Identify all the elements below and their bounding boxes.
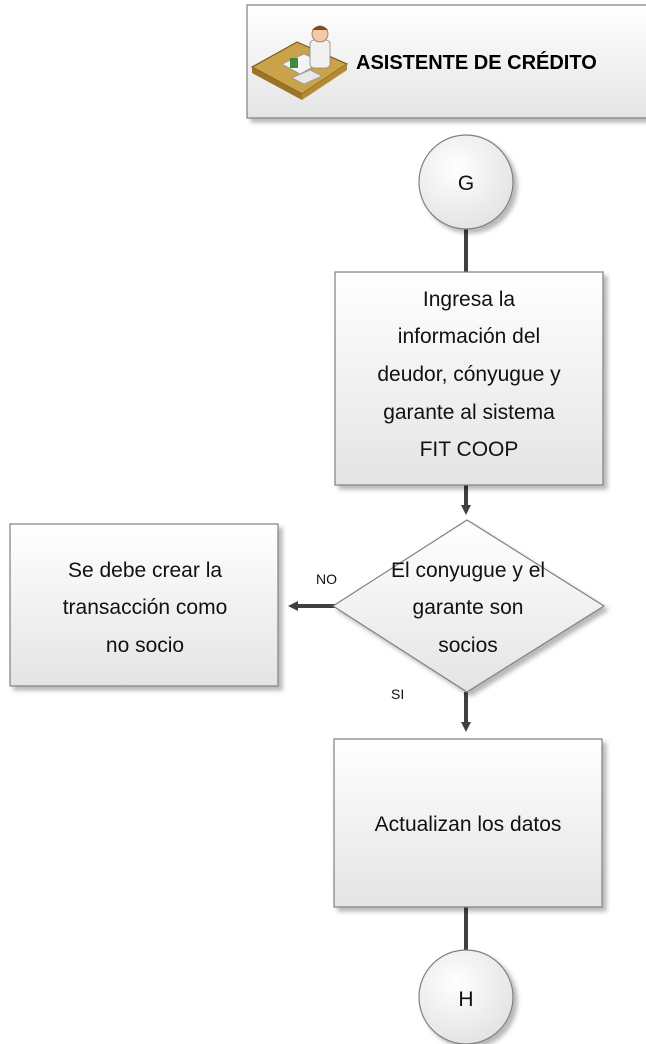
process-actualizan-datos: Actualizan los datos [333,738,603,908]
process-no-line: no socio [106,634,184,657]
process-1-line: deudor, cónyugue y [377,363,561,386]
decision-line: El conyugue y el [391,559,545,582]
edge-label-no: NO [316,571,337,587]
person-at-desk-icon [250,25,349,100]
decision-socios: El conyugue y el garante son socios [331,519,606,693]
edge-label-si: SI [391,686,404,702]
process-ingresa-informacion: Ingresa la información del deudor, cónyu… [334,271,604,486]
header-title: ASISTENTE DE CRÉDITO [356,51,597,74]
process-1-line: garante al sistema [383,401,555,424]
process-1-line: información del [398,325,540,348]
process-1-line: FIT COOP [420,438,519,461]
connector-g-label: G [458,172,474,195]
connector-h-label: H [458,988,473,1011]
decision-line: socios [438,634,498,657]
process-crear-transaccion: Se debe crear la transacción como no soc… [9,523,279,687]
decision-line: garante son [413,596,524,619]
connector-h: H [418,949,514,1044]
process-2-line: Actualizan los datos [375,813,562,836]
process-no-line: Se debe crear la [68,559,222,582]
connector-g: G [418,134,514,230]
process-1-line: Ingresa la [423,288,516,311]
process-no-line: transacción como [63,596,228,619]
